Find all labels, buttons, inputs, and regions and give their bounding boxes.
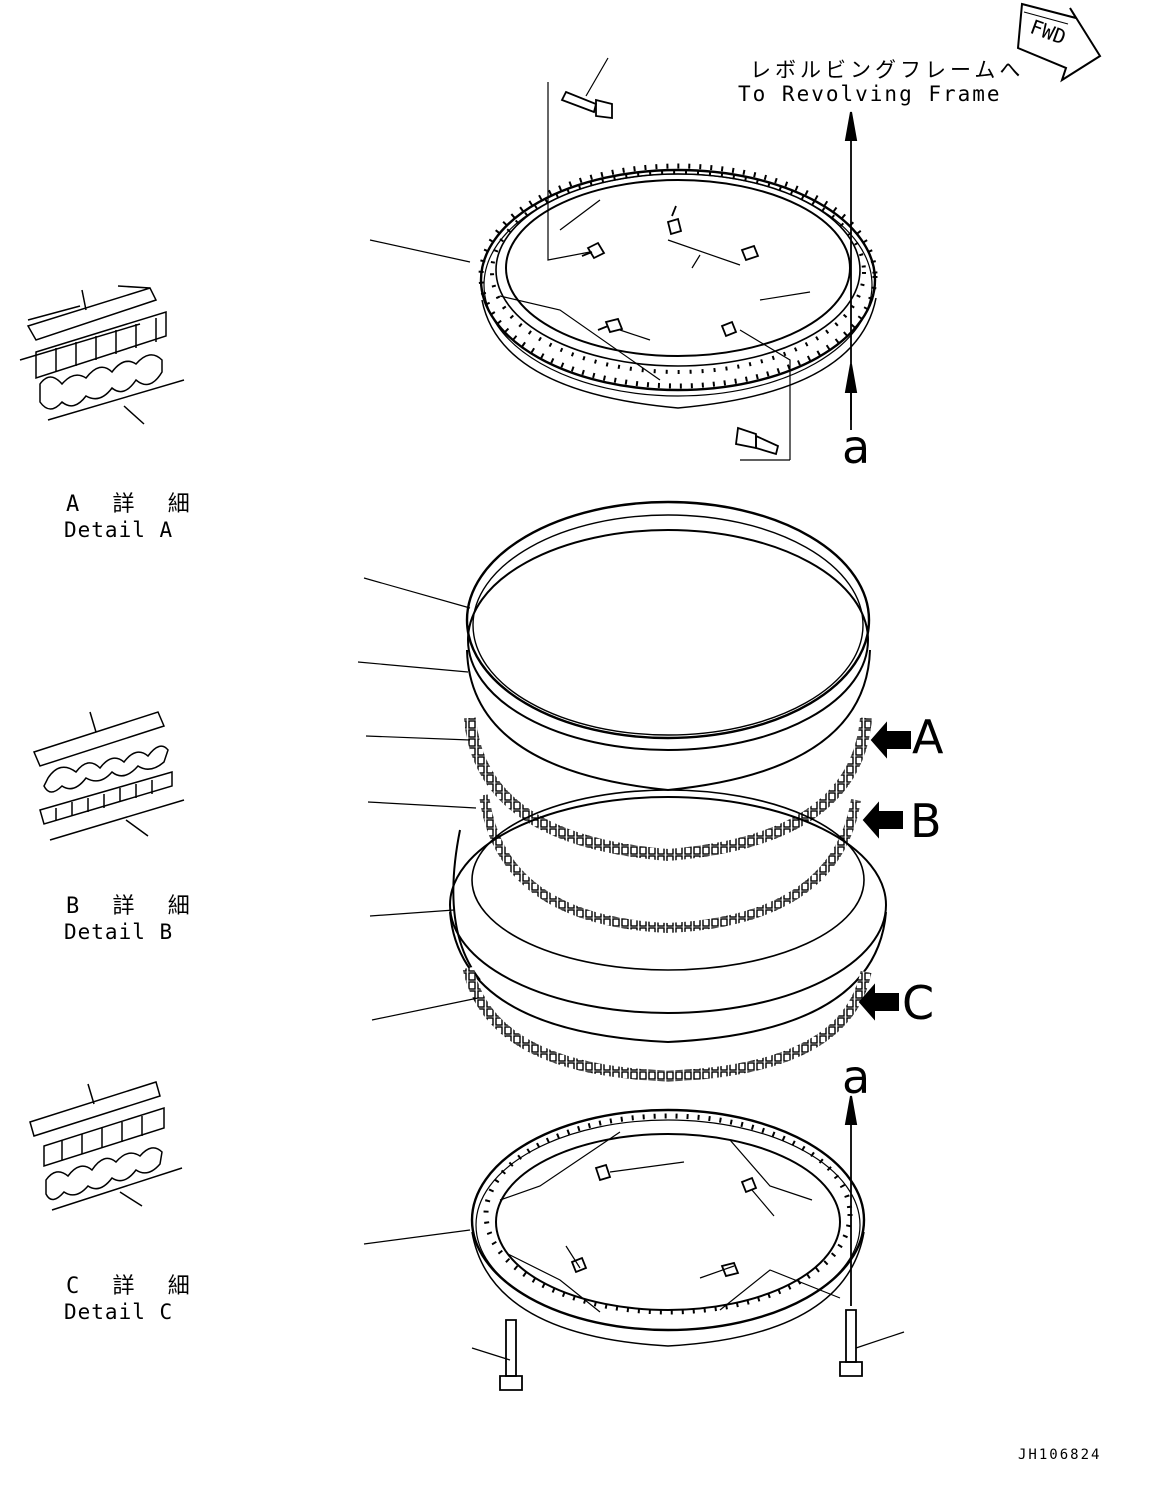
drawing-code: JH106824 (1018, 1447, 1102, 1463)
section-mark-top: a (842, 420, 871, 474)
detail-a-sketch (19, 285, 185, 425)
retainer-a (464, 717, 872, 862)
leader-lines-lower (363, 1131, 905, 1361)
fwd-arrow-icon (1016, 2, 1102, 83)
retainer-b (479, 794, 861, 934)
detail-c-sketch (29, 1081, 183, 1211)
callout-arrow-a (870, 721, 911, 759)
leader-lines-main (357, 577, 479, 1021)
direction-label-jp: レボルビングフレームへ (750, 58, 1025, 82)
detail-c-title-jp: C 詳 細 (66, 1274, 200, 1299)
up-arrow-lower-icon (844, 1095, 858, 1306)
grease-fitting-icon (581, 205, 760, 338)
detail-a-title-en: Detail A (64, 518, 174, 542)
direction-label-en: To Revolving Frame (738, 82, 1002, 106)
inner-race (449, 789, 887, 1044)
detail-b-title-jp: B 詳 細 (66, 894, 200, 919)
lower-outer-race (470, 1108, 866, 1347)
detail-a-title-jp: A 詳 細 (66, 492, 200, 517)
callout-label-b: B (910, 794, 942, 848)
upper-outer-race (478, 163, 878, 409)
section-mark-bottom: a (842, 1050, 871, 1104)
leader-lines-upper (369, 57, 811, 461)
bolt-upper-icon (560, 90, 780, 456)
detail-b-sketch (32, 711, 185, 841)
detail-b-title-en: Detail B (64, 920, 174, 944)
bolt-lower-left-icon (499, 1319, 523, 1391)
callout-arrow-c (858, 983, 899, 1021)
callout-arrow-b (862, 801, 903, 839)
callout-label-c: C (902, 976, 935, 1030)
up-arrow-icon (844, 111, 858, 430)
retainer-c (462, 966, 872, 1082)
grease-fitting-lower-icon (570, 1163, 758, 1278)
bolt-lower-right-icon (839, 1309, 863, 1377)
callout-label-a: A (912, 710, 944, 764)
seal-ring (465, 500, 871, 792)
detail-c-title-en: Detail C (64, 1300, 174, 1324)
